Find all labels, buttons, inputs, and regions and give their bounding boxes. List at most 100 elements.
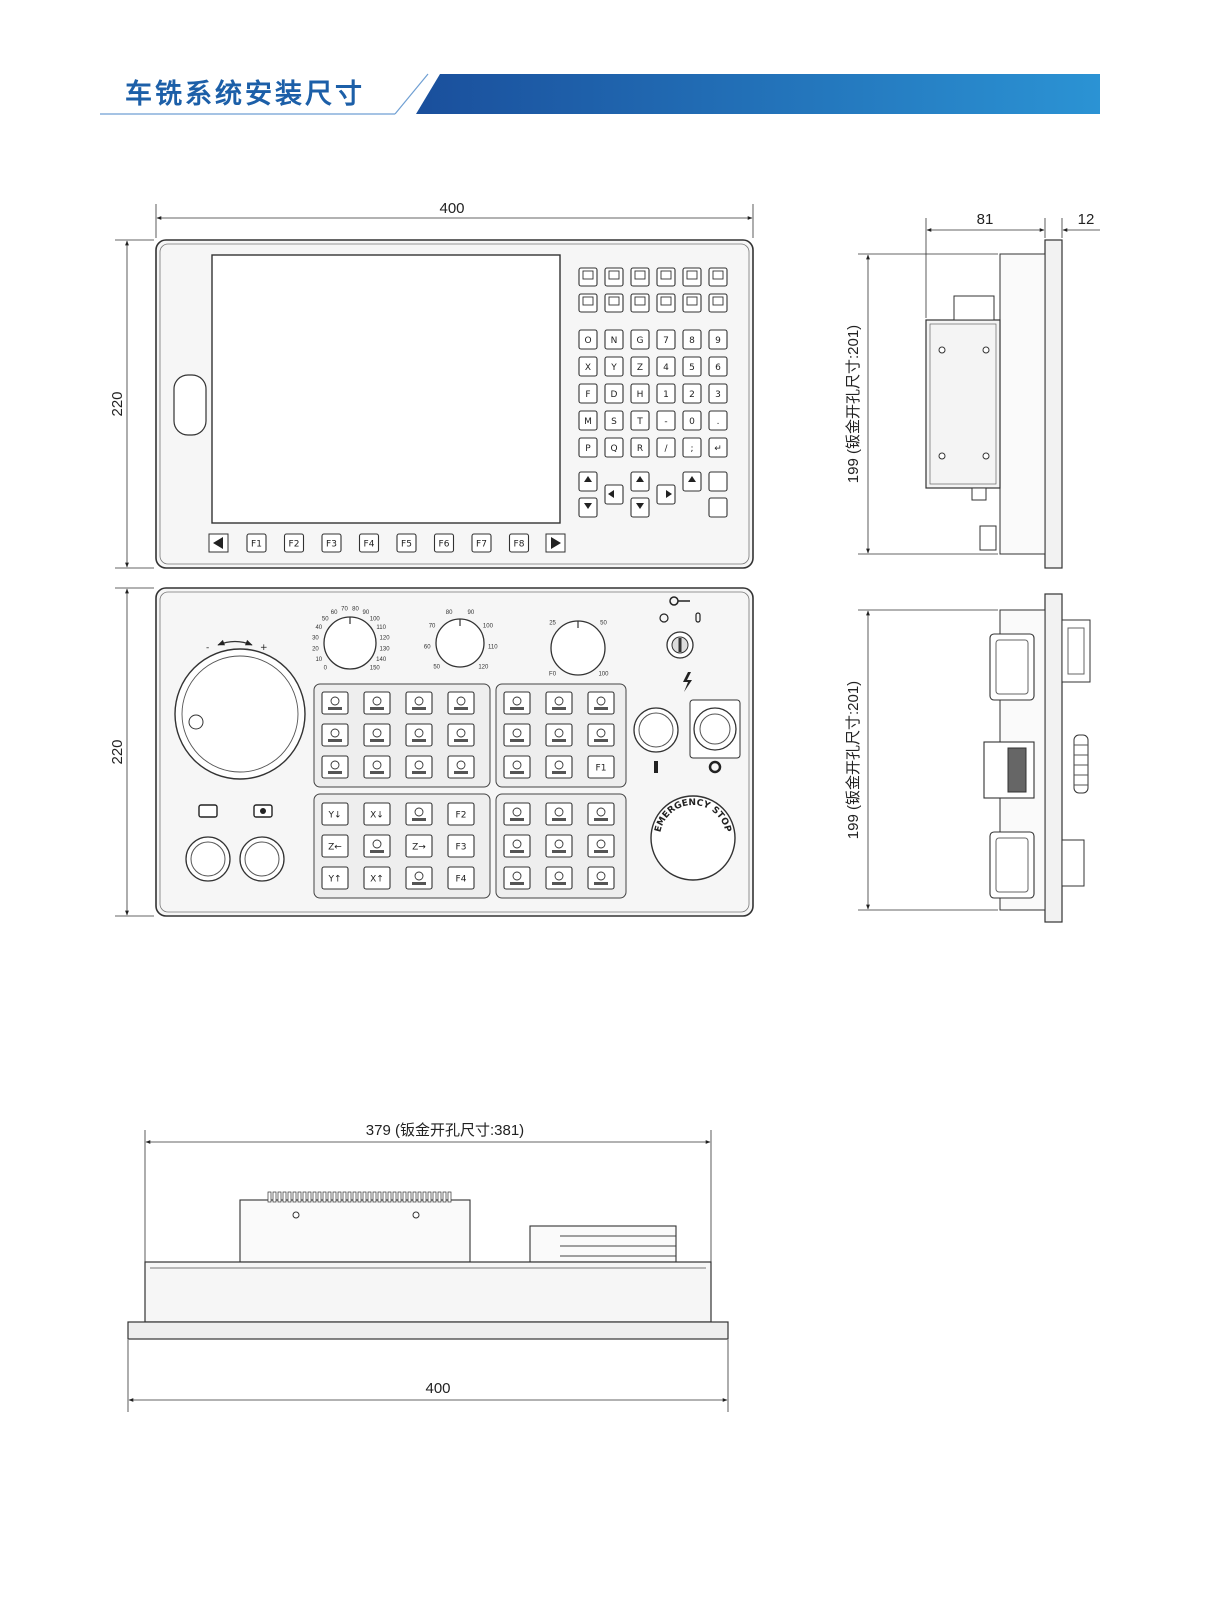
cursor-right-key[interactable] [656,484,676,505]
jog-key-1[interactable]: Y↓ [321,802,349,826]
softkey-f5[interactable]: F5 [396,533,417,553]
key-2-3[interactable]: 1 [656,383,676,404]
function-key-9[interactable] [630,293,650,313]
mode-key-6[interactable] [363,723,391,747]
key-1-5[interactable]: 6 [708,356,728,377]
key-4-0[interactable]: P [578,437,598,458]
mode-key-1[interactable] [321,691,349,715]
function-key-7[interactable] [578,293,598,313]
key-1-0[interactable]: X [578,356,598,377]
key-4-5[interactable]: ↵ [708,437,728,458]
cycle-start-button[interactable] [239,836,285,882]
key-2-4[interactable]: 2 [682,383,702,404]
key-2-1[interactable]: D [604,383,624,404]
softkey-f1[interactable]: F1 [246,533,267,553]
key-0-1[interactable]: N [604,329,624,350]
jog-key-8[interactable]: F3 [447,834,475,858]
mode-key-2[interactable] [363,691,391,715]
auto-key-3[interactable] [587,691,615,715]
mode-key-11[interactable] [405,755,433,779]
auto-key-2[interactable] [545,691,573,715]
reset-key[interactable] [708,471,728,492]
key-2-2[interactable]: H [630,383,650,404]
cursor-up-key[interactable] [630,471,650,492]
key-3-0[interactable]: M [578,410,598,431]
key-0-4[interactable]: 8 [682,329,702,350]
help-key[interactable] [708,497,728,518]
page-up-key[interactable] [578,471,598,492]
softkey-f2[interactable]: F2 [283,533,305,553]
key-0-2[interactable]: G [630,329,650,350]
function-key-8[interactable] [604,293,624,313]
key-1-4[interactable]: 5 [682,356,702,377]
function-key-11[interactable] [682,293,702,313]
auto-key-4[interactable] [503,723,531,747]
function-key-1[interactable] [578,267,598,287]
key-3-3[interactable]: - [656,410,676,431]
softkey-f6[interactable]: F6 [433,533,455,553]
key-4-1[interactable]: Q [604,437,624,458]
function-key-12[interactable] [708,293,728,313]
key-1-3[interactable]: 4 [656,356,676,377]
jog-key-9[interactable]: Y↑ [321,866,349,890]
key-3-1[interactable]: S [604,410,624,431]
jog-key-2[interactable]: X↓ [363,802,391,826]
mode-key-8[interactable] [447,723,475,747]
key-1-1[interactable]: Y [604,356,624,377]
aux-key-5[interactable] [545,834,573,858]
softkey-f4[interactable]: F4 [358,533,380,553]
key-4-4[interactable]: ; [682,437,702,458]
mode-key-9[interactable] [321,755,349,779]
key-4-2[interactable]: R [630,437,650,458]
key-2-5[interactable]: 3 [708,383,728,404]
jog-key-6[interactable] [363,834,391,858]
mode-key-10[interactable] [363,755,391,779]
softkey-f7[interactable]: F7 [471,533,492,553]
softkey-f8[interactable]: F8 [508,533,530,553]
softkey-prev-button[interactable] [208,533,229,553]
jog-key-4[interactable]: F2 [447,802,475,826]
auto-key-7[interactable] [503,755,531,779]
key-3-4[interactable]: 0 [682,410,702,431]
auto-key-8[interactable] [545,755,573,779]
jog-key-11[interactable] [405,866,433,890]
emergency-stop[interactable]: EMERGENCY STOP [650,795,736,881]
mode-key-12[interactable] [447,755,475,779]
home-key[interactable] [682,471,702,492]
function-key-3[interactable] [630,267,650,287]
handwheel[interactable]: - + [174,639,306,780]
aux-key-8[interactable] [545,866,573,890]
mode-key-7[interactable] [405,723,433,747]
key-switch[interactable] [659,596,701,659]
cursor-down-key[interactable] [630,497,650,518]
key-3-5[interactable]: . [708,410,728,431]
auto-key-1[interactable] [503,691,531,715]
aux-key-4[interactable] [503,834,531,858]
aux-key-7[interactable] [503,866,531,890]
mode-key-4[interactable] [447,691,475,715]
page-down-key[interactable] [578,497,598,518]
key-0-3[interactable]: 7 [656,329,676,350]
cursor-left-key[interactable] [604,484,624,505]
auto-key-9[interactable]: F1 [587,755,615,779]
function-key-2[interactable] [604,267,624,287]
aux-key-1[interactable] [503,802,531,826]
jog-key-7[interactable]: Z→ [405,834,433,858]
jog-key-3[interactable] [405,802,433,826]
key-0-5[interactable]: 9 [708,329,728,350]
function-key-4[interactable] [656,267,676,287]
function-key-10[interactable] [656,293,676,313]
jog-key-12[interactable]: F4 [447,866,475,890]
aux-key-6[interactable] [587,834,615,858]
softkey-next-button[interactable] [545,533,566,553]
function-key-5[interactable] [682,267,702,287]
aux-key-9[interactable] [587,866,615,890]
aux-key-2[interactable] [545,802,573,826]
jog-key-5[interactable]: Z← [321,834,349,858]
key-4-3[interactable]: / [656,437,676,458]
key-0-0[interactable]: O [578,329,598,350]
key-2-0[interactable]: F [578,383,598,404]
key-1-2[interactable]: Z [630,356,650,377]
